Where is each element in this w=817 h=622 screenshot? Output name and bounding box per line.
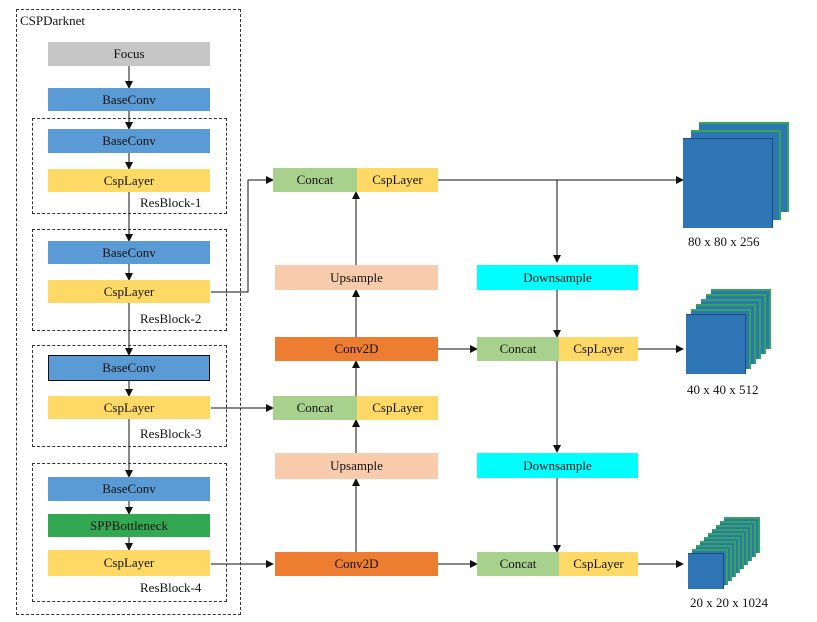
- middle-concat-block: Concat: [273, 396, 357, 420]
- resblock-1-csplayer: CspLayer: [48, 169, 210, 192]
- pan-bottom-concat-block: Concat: [477, 552, 559, 576]
- tensor-front-face: [688, 553, 724, 589]
- resblock-2-baseconv: BaseConv: [48, 241, 210, 264]
- lower-downsample-block: Downsample: [477, 453, 638, 478]
- pan-middle-csplayer-block: CspLayer: [559, 337, 638, 361]
- resblock-1-label: ResBlock-1: [140, 195, 202, 210]
- output-40-label: 40 x 40 x 512: [687, 382, 759, 397]
- upper-conv2d-block: Conv2D: [275, 337, 438, 361]
- focus-block: Focus: [48, 42, 210, 66]
- cspdarknet-title: CSPDarknet: [20, 13, 85, 28]
- pan-bottom-csplayer-block: CspLayer: [559, 552, 638, 576]
- output-80-label: 80 x 80 x 256: [688, 234, 760, 249]
- resblock-3-baseconv: BaseConv: [48, 355, 210, 381]
- stem-baseconv-block: BaseConv: [48, 88, 210, 111]
- output-20-label: 20 x 20 x 1024: [690, 595, 768, 610]
- resblock-2-csplayer: CspLayer: [48, 280, 210, 303]
- resblock-3-frame: [32, 345, 227, 447]
- resblock-3-label: ResBlock-3: [140, 426, 202, 441]
- top-csplayer-block: CspLayer: [357, 168, 438, 192]
- resblock-4-label: ResBlock-4: [140, 580, 202, 595]
- output-tensor-40: [686, 280, 776, 374]
- resblock-2-frame: [32, 229, 227, 331]
- top-concat-block: Concat: [273, 168, 357, 192]
- resblock-3-csplayer: CspLayer: [48, 396, 210, 419]
- arrow-rb2-to-top-concat: [211, 176, 274, 293]
- resblock-4-sppbottleneck: SPPBottleneck: [48, 514, 210, 537]
- tensor-front-face: [686, 314, 746, 374]
- pan-middle-concat-block: Concat: [477, 337, 559, 361]
- cspdarknet-frame: [16, 9, 241, 615]
- resblock-2-label: ResBlock-2: [140, 311, 202, 326]
- resblock-1-frame: [32, 118, 227, 214]
- top-upsample-block: Upsample: [275, 265, 438, 290]
- upper-downsample-block: Downsample: [477, 265, 638, 290]
- lower-conv2d-block: Conv2D: [275, 552, 438, 576]
- resblock-1-baseconv: BaseConv: [48, 129, 210, 153]
- tensor-front-face: [683, 138, 773, 228]
- lower-upsample-block: Upsample: [275, 453, 438, 479]
- middle-csplayer-block: CspLayer: [357, 396, 438, 420]
- resblock-4-frame: [32, 463, 227, 602]
- resblock-4-csplayer: CspLayer: [48, 550, 210, 576]
- resblock-4-baseconv: BaseConv: [48, 477, 210, 501]
- output-tensor-20: [688, 509, 768, 589]
- output-tensor-80: [683, 104, 795, 228]
